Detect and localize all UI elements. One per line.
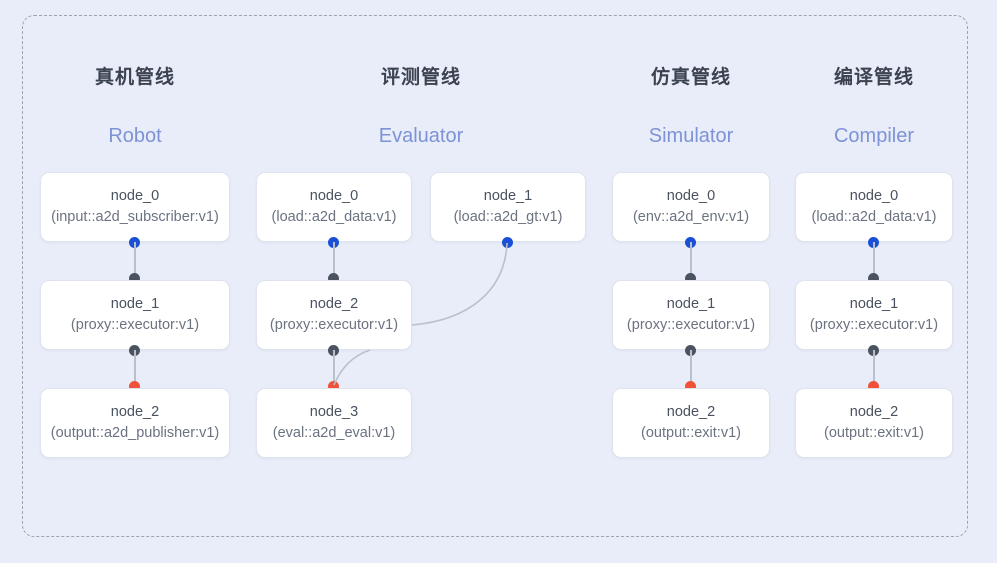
node-name: node_3 xyxy=(309,404,359,420)
node-compiler-1[interactable]: node_1 (proxy::executor:v1) xyxy=(795,280,953,350)
node-simulator-1[interactable]: node_1 (proxy::executor:v1) xyxy=(612,280,770,350)
curve-gt-to-executor xyxy=(411,242,508,326)
node-name: node_0 xyxy=(666,188,716,204)
node-name: node_0 xyxy=(110,188,160,204)
edge-robot-1-2 xyxy=(133,350,136,386)
node-name: node_0 xyxy=(309,188,359,204)
port-input-evaluator-3[interactable] xyxy=(328,381,339,392)
node-type: (output::exit:v1) xyxy=(824,425,924,441)
node-compiler-0[interactable]: node_0 (load::a2d_data:v1) xyxy=(795,172,953,242)
node-name: node_2 xyxy=(849,404,899,420)
edge-evaluator-0-2 xyxy=(332,242,335,278)
edge-simulator-1-2 xyxy=(689,350,692,386)
node-name: node_2 xyxy=(309,296,359,312)
node-type: (load::a2d_data:v1) xyxy=(811,209,937,225)
node-robot-2[interactable]: node_2 (output::a2d_publisher:v1) xyxy=(40,388,230,458)
node-type: (input::a2d_subscriber:v1) xyxy=(51,209,219,225)
port-input-compiler-1[interactable] xyxy=(868,273,879,284)
port-input-evaluator-2[interactable] xyxy=(328,273,339,284)
node-type: (load::a2d_gt:v1) xyxy=(453,209,563,225)
edge-robot-0-1 xyxy=(133,242,136,278)
port-input-robot-2[interactable] xyxy=(129,381,140,392)
node-evaluator-2[interactable]: node_2 (proxy::executor:v1) xyxy=(256,280,412,350)
node-type: (env::a2d_env:v1) xyxy=(632,209,750,225)
port-input-simulator-1[interactable] xyxy=(685,273,696,284)
node-evaluator-1-gt[interactable]: node_1 (load::a2d_gt:v1) xyxy=(430,172,586,242)
node-name: node_1 xyxy=(666,296,716,312)
node-type: (load::a2d_data:v1) xyxy=(271,209,397,225)
node-name: node_1 xyxy=(110,296,160,312)
node-simulator-2[interactable]: node_2 (output::exit:v1) xyxy=(612,388,770,458)
column-subtitle-evaluator: Evaluator xyxy=(378,125,464,147)
node-evaluator-3[interactable]: node_3 (eval::a2d_eval:v1) xyxy=(256,388,412,458)
node-type: (proxy::executor:v1) xyxy=(70,317,200,333)
node-name: node_1 xyxy=(849,296,899,312)
node-type: (output::exit:v1) xyxy=(641,425,741,441)
node-compiler-2[interactable]: node_2 (output::exit:v1) xyxy=(795,388,953,458)
column-subtitle-robot: Robot xyxy=(108,125,162,147)
curve-executor-to-eval xyxy=(333,349,371,386)
edge-compiler-0-1 xyxy=(872,242,875,278)
column-title-evaluator: 评测管线 xyxy=(380,67,461,88)
node-simulator-0[interactable]: node_0 (env::a2d_env:v1) xyxy=(612,172,770,242)
port-output-evaluator-1-gt[interactable] xyxy=(502,237,513,248)
node-type: (output::a2d_publisher:v1) xyxy=(50,425,220,441)
node-type: (proxy::executor:v1) xyxy=(809,317,939,333)
edge-simulator-0-1 xyxy=(689,242,692,278)
column-subtitle-simulator: Simulator xyxy=(648,125,734,147)
node-robot-1[interactable]: node_1 (proxy::executor:v1) xyxy=(40,280,230,350)
port-input-robot-1[interactable] xyxy=(129,273,140,284)
column-title-simulator: 仿真管线 xyxy=(650,67,731,88)
node-evaluator-0[interactable]: node_0 (load::a2d_data:v1) xyxy=(256,172,412,242)
port-input-compiler-2[interactable] xyxy=(868,381,879,392)
node-name: node_1 xyxy=(483,188,533,204)
column-title-compiler: 编译管线 xyxy=(833,67,914,88)
node-name: node_2 xyxy=(666,404,716,420)
node-type: (eval::a2d_eval:v1) xyxy=(272,425,396,441)
node-robot-0[interactable]: node_0 (input::a2d_subscriber:v1) xyxy=(40,172,230,242)
node-type: (proxy::executor:v1) xyxy=(626,317,756,333)
edge-compiler-1-2 xyxy=(872,350,875,386)
node-name: node_0 xyxy=(849,188,899,204)
port-input-simulator-2[interactable] xyxy=(685,381,696,392)
node-type: (proxy::executor:v1) xyxy=(269,317,399,333)
column-title-robot: 真机管线 xyxy=(94,67,175,88)
diagram-dashed-border xyxy=(22,15,968,537)
node-name: node_2 xyxy=(110,404,160,420)
column-subtitle-compiler: Compiler xyxy=(833,125,915,147)
